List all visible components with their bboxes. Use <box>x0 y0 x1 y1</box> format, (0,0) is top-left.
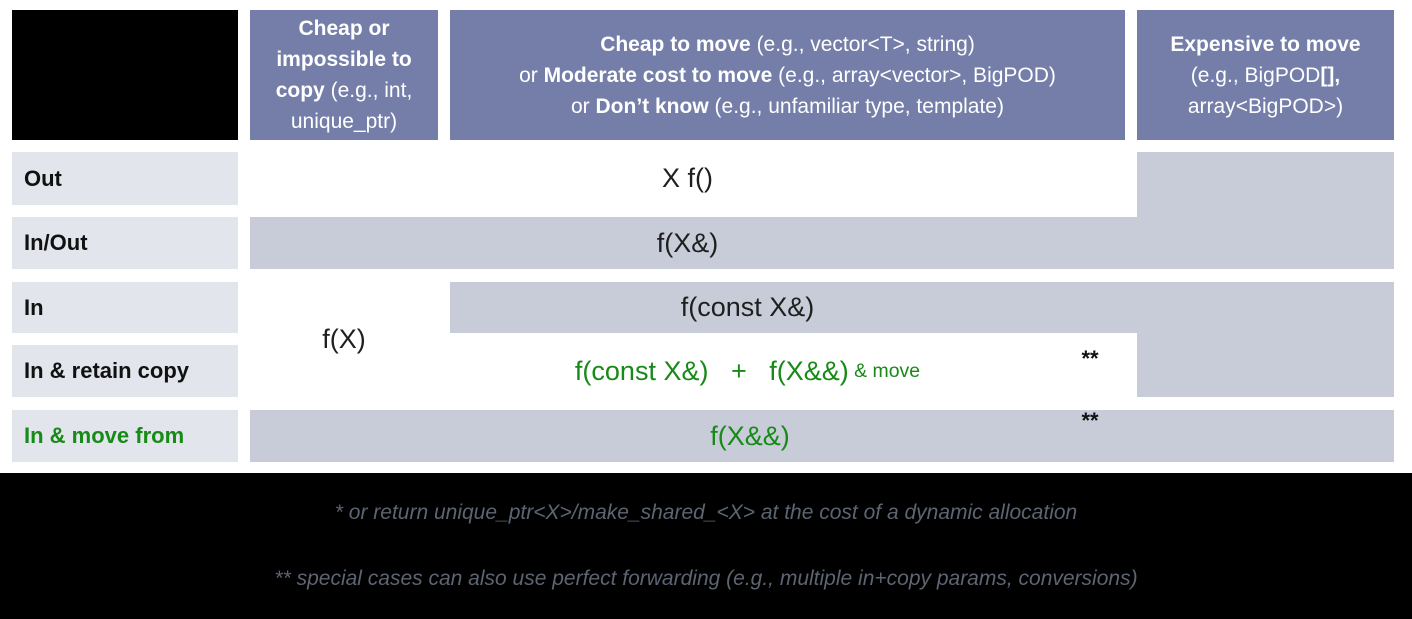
row-label-in-move-from: In & move from <box>12 410 238 462</box>
cell-retain-copy: f(const X&) + f(X&&) & move <box>574 355 921 386</box>
cell-in-expensive-merged <box>1137 333 1394 397</box>
header-line: array<BigPOD>) <box>1187 94 1344 118</box>
cell-in-constref-band <box>450 282 1394 333</box>
cell-inout-band <box>250 217 1394 269</box>
header-expensive-to-move: Expensive to move (e.g., BigPOD[], array… <box>1137 10 1394 140</box>
header-line: copy (e.g., int, <box>275 79 413 102</box>
move-from-double-star: ** <box>1081 408 1099 433</box>
row-label-in: In <box>12 282 238 333</box>
cell-out-xf: X f() <box>662 163 713 193</box>
cell-inout-fxref: f(X&) <box>656 227 719 258</box>
footnote-perfect-forwarding: ** special cases can also use perfect fo… <box>274 567 1138 590</box>
cell-in-fx: f(X) <box>322 324 366 354</box>
header-line: unique_ptr) <box>290 110 398 133</box>
header-line: Cheap to move (e.g., vector<T>, string) <box>600 32 975 56</box>
footnote-dynamic-allocation: * or return unique_ptr<X>/make_shared_<X… <box>334 501 1078 524</box>
header-line: impossible to <box>276 48 412 71</box>
row-label-in-retain-copy: In & retain copy <box>12 345 238 397</box>
footer: * or return unique_ptr<X>/make_shared_<X… <box>0 473 1412 619</box>
cell-in-constref-text: f(const X&) <box>680 292 815 322</box>
header-move-cost: Cheap to move (e.g., vector<T>, string) … <box>450 10 1125 140</box>
row-label-in-out: In/Out <box>12 217 238 269</box>
header-line: (e.g., BigPOD[], <box>1190 63 1341 87</box>
header-line: or Don’t know (e.g., unfamiliar type, te… <box>571 94 1004 118</box>
row-label-out: Out <box>12 152 238 205</box>
header-line: Cheap or <box>298 17 390 40</box>
header-cheap-or-impossible-to-copy: Cheap or impossible to copy (e.g., int, … <box>250 10 438 140</box>
corner-black-box <box>12 10 238 140</box>
header-line: or Moderate cost to move (e.g., array<ve… <box>519 63 1056 87</box>
cell-move-from-text: f(X&&) <box>710 420 790 451</box>
retain-copy-double-star: ** <box>1081 346 1099 371</box>
cell-move-from-band <box>250 410 1394 462</box>
header-line: Expensive to move <box>1170 32 1361 56</box>
